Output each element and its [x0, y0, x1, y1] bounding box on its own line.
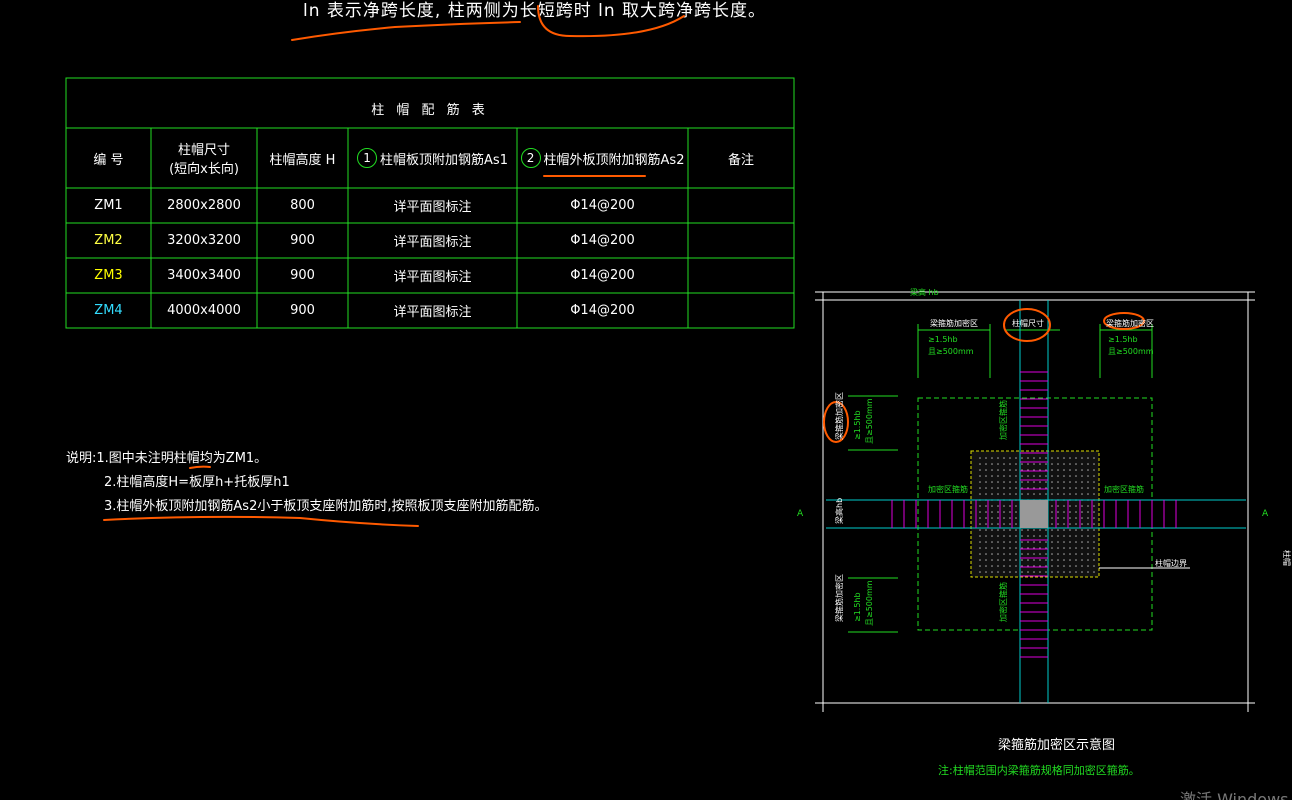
center-top-label: 加密区箍筋	[998, 400, 1008, 440]
notes-block: 说明:1.图中未注明柱帽均为ZM1。 2.柱帽高度H=板厚h+托板厚h1 3.柱…	[66, 447, 547, 519]
row-as2: Φ14@200	[570, 233, 635, 248]
header-remark: 备注	[727, 152, 754, 168]
row-as2: Φ14@200	[570, 303, 635, 318]
row-id: ZM2	[94, 233, 123, 248]
circled-number-2: 2	[520, 148, 541, 168]
dim-right-top: ≥1.5hb	[1108, 335, 1138, 344]
dim-left-top: ≥1.5hb	[928, 335, 958, 344]
left-dim-4: 且≥500mm	[865, 580, 874, 626]
row-height: 900	[290, 233, 315, 248]
dim-left-bot: 且≥500mm	[928, 347, 974, 356]
left-label-2: 梁箍筋加密区	[834, 574, 844, 622]
row-size: 3200x3200	[167, 233, 241, 248]
label-center-top: 柱帽尺寸	[1012, 318, 1044, 328]
header-as2-label: 柱帽外板顶附加钢筋As2	[543, 152, 685, 168]
row-as1: 详平面图标注	[393, 235, 472, 250]
label-left-top: 梁箍筋加密区	[930, 318, 978, 328]
left-dim-1: ≥1.5hb	[853, 410, 862, 440]
diagram-note: 注:柱帽范围内梁箍筋规格同加密区箍筋。	[938, 764, 1140, 777]
header-as1: 1 柱帽板顶附加钢筋As1	[348, 128, 517, 188]
row-as1: 详平面图标注	[393, 305, 472, 320]
left-dim-2: 且≥500mm	[865, 398, 874, 444]
left-beam-label: 梁高hb	[834, 498, 844, 524]
row-id: ZM3	[94, 268, 123, 283]
center-bot-label: 加密区箍筋	[998, 582, 1008, 622]
row-as1: 详平面图标注	[393, 270, 472, 285]
row-id: ZM4	[94, 303, 123, 318]
header-size-line1: 柱帽尺寸	[177, 143, 230, 158]
header-as1-label: 柱帽板顶附加钢筋As1	[380, 152, 508, 168]
column-section	[1020, 500, 1048, 528]
dim-right-bot: 且≥500mm	[1108, 347, 1154, 356]
header-as2: 2 柱帽外板顶附加钢筋As2	[517, 128, 688, 188]
left-label-1: 梁箍筋加密区	[834, 392, 844, 440]
row-size: 4000x4000	[167, 303, 241, 318]
top-note: ln 表示净跨长度, 柱两侧为长短跨时 ln 取大跨净跨长度。	[303, 1, 767, 21]
table-title: 柱 帽 配 筋 表	[371, 103, 489, 118]
edge-label: 柱帽边界	[1155, 558, 1187, 568]
activation-watermark: 激活 Windows	[1180, 790, 1289, 800]
right-edge-label: 柱帽	[1282, 550, 1292, 566]
row-size: 3400x3400	[167, 268, 241, 283]
circled-number-1: 1	[357, 148, 378, 168]
label-right-top: 梁箍筋加密区	[1106, 318, 1154, 328]
row-height: 800	[290, 198, 315, 213]
center-left-label: 加密区箍筋	[928, 484, 968, 494]
row-as2: Φ14@200	[570, 268, 635, 283]
note-line-3: 3.柱帽外板顶附加钢筋As2小于板顶支座附加筋时,按照板顶支座附加筋配筋。	[104, 499, 548, 514]
header-size: 柱帽尺寸 (短向x长向)	[151, 128, 257, 188]
note-line-1: 说明:1.图中未注明柱帽均为ZM1。	[66, 451, 268, 466]
row-as1: 详平面图标注	[393, 200, 472, 215]
row-height: 900	[290, 268, 315, 283]
row-height: 900	[290, 303, 315, 318]
row-size: 2800x2800	[167, 198, 241, 213]
row-id: ZM1	[94, 198, 123, 213]
header-height: 柱帽高度 H	[269, 152, 336, 168]
center-right-label: 加密区箍筋	[1104, 484, 1144, 494]
header-size-line2: (短向x长向)	[169, 162, 239, 177]
note-line-2: 2.柱帽高度H=板厚h+托板厚h1	[104, 475, 290, 490]
header-id: 编 号	[93, 152, 124, 168]
row-as2: Φ14@200	[570, 198, 635, 213]
left-dim-3: ≥1.5hb	[853, 592, 862, 622]
marker-a-right: A	[1262, 509, 1269, 519]
diagram-title: 梁箍筋加密区示意图	[998, 738, 1116, 753]
label-top-beam-height: 梁高 hb	[910, 287, 939, 297]
marker-a-left: A	[797, 509, 804, 519]
